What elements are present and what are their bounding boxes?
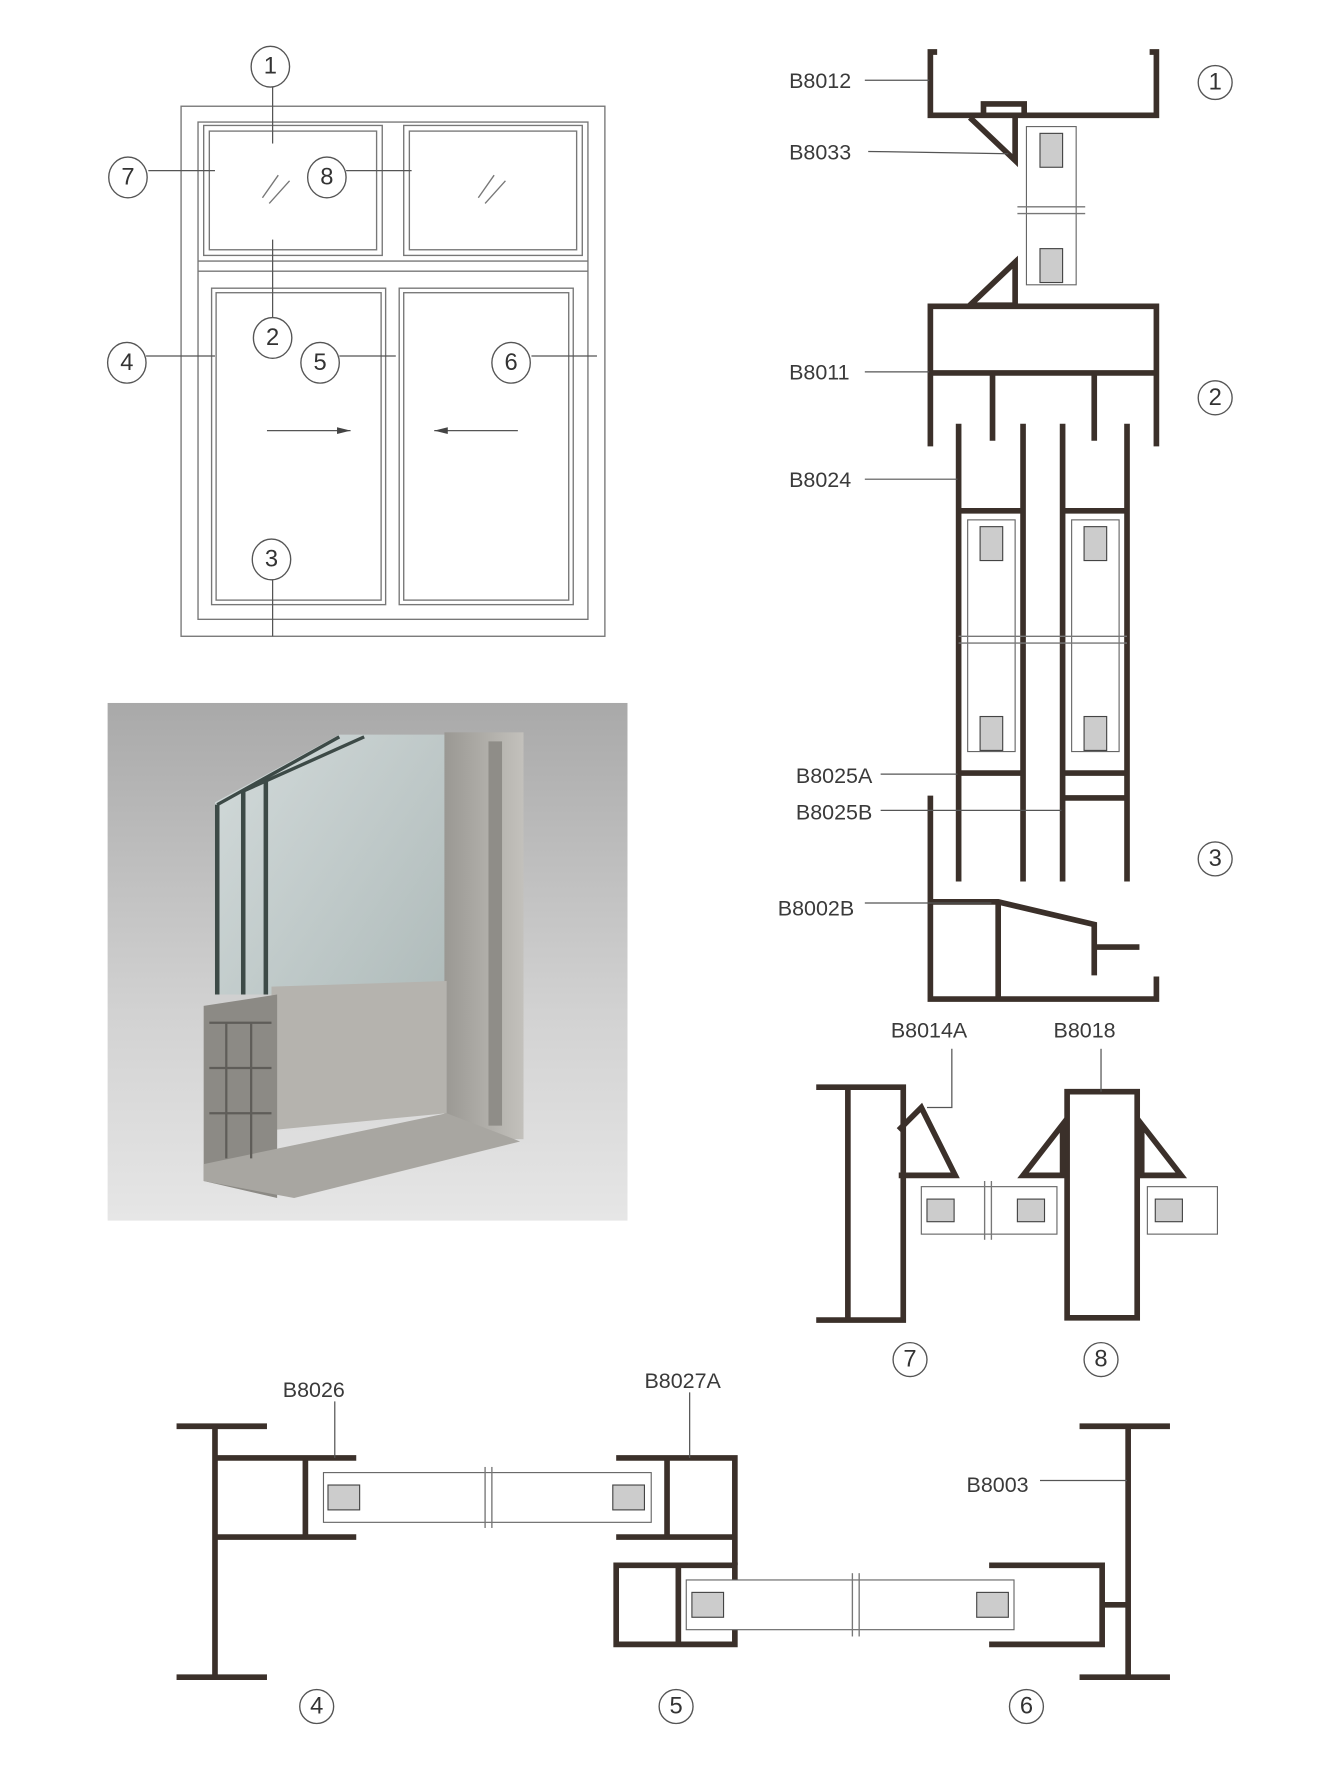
svg-text:8: 8 (1094, 1347, 1107, 1373)
svg-text:3: 3 (265, 546, 278, 572)
window-elevation: 1 2 3 4 5 6 7 8 (106, 45, 606, 637)
callout-4: 4 (299, 1688, 335, 1725)
callout-7: 7 (892, 1341, 928, 1378)
callout-6: 6 (1008, 1688, 1045, 1725)
label-B8014A: B8014A (891, 1018, 968, 1042)
svg-text:2: 2 (1209, 385, 1222, 411)
label-B8033: B8033 (789, 140, 851, 164)
svg-text:1: 1 (1209, 70, 1222, 96)
callout-3: 3 (251, 538, 292, 581)
callout-5: 5 (658, 1688, 694, 1725)
svg-text:6: 6 (1020, 1694, 1033, 1720)
svg-text:4: 4 (120, 350, 133, 376)
callout-7: 7 (108, 156, 148, 199)
callout-8: 8 (306, 156, 347, 199)
label-B8027A: B8027A (644, 1369, 721, 1393)
callout-3: 3 (1197, 841, 1233, 877)
product-photo (107, 702, 628, 1221)
callout-6: 6 (491, 341, 531, 384)
callout-5: 5 (300, 341, 340, 384)
callout-2: 2 (252, 316, 293, 359)
svg-text:3: 3 (1209, 846, 1222, 872)
label-B8025B: B8025B (796, 800, 872, 824)
label-B8011: B8011 (789, 361, 850, 385)
svg-text:2: 2 (266, 325, 279, 351)
callout-2: 2 (1197, 380, 1233, 416)
label-B8012: B8012 (789, 69, 851, 93)
label-B8002B: B8002B (778, 896, 854, 920)
svg-text:7: 7 (903, 1347, 916, 1373)
callout-1: 1 (250, 45, 291, 88)
svg-text:5: 5 (669, 1694, 682, 1720)
svg-text:7: 7 (121, 164, 134, 190)
svg-text:6: 6 (504, 350, 517, 376)
callout-8: 8 (1083, 1341, 1119, 1378)
callout-4: 4 (106, 341, 147, 384)
transom-section: B8014A B8018 7 8 (816, 1018, 1218, 1378)
vertical-section: B8012 B8033 B8011 B8024 B8025A B8025B B8… (778, 49, 1233, 1002)
svg-text:4: 4 (310, 1694, 323, 1720)
callout-1: 1 (1197, 64, 1233, 101)
label-B8018: B8018 (1054, 1018, 1116, 1042)
label-B8003: B8003 (967, 1473, 1029, 1497)
svg-text:8: 8 (320, 164, 333, 190)
svg-text:1: 1 (264, 54, 277, 80)
horizontal-section: B8026 B8027A B8003 4 5 6 (176, 1369, 1170, 1725)
label-B8024: B8024 (789, 468, 851, 492)
svg-text:5: 5 (313, 350, 326, 376)
label-B8026: B8026 (283, 1378, 345, 1402)
label-B8025A: B8025A (796, 764, 873, 788)
